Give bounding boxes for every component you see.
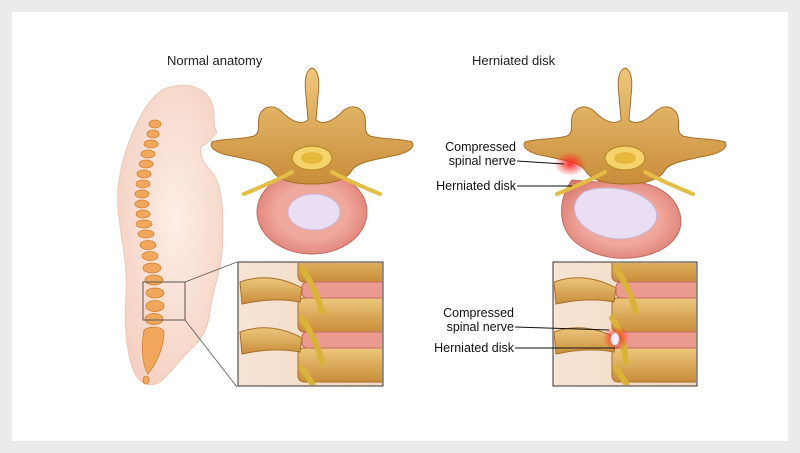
lumbar-highlight-box: [142, 281, 186, 321]
herniated-vertebra-top-view: [523, 67, 727, 259]
body-silhouette: [117, 84, 224, 386]
diagram-frame: Normal anatomy Herniated disk Compressed…: [12, 12, 788, 441]
normal-vertebra-top-view: [210, 67, 414, 255]
inflammation-top: [554, 152, 586, 176]
label-compressed-nerve-top-line1: Compressed: [445, 140, 516, 154]
heading-normal-anatomy: Normal anatomy: [167, 53, 263, 68]
label-herniated-disk-top: Herniated disk: [436, 179, 516, 193]
normal-closeup: [237, 261, 384, 387]
heading-herniated-disk: Herniated disk: [472, 53, 556, 68]
label-compressed-nerve-bottom-line1: Compressed: [443, 306, 514, 320]
spine-column: [134, 119, 165, 385]
herniated-closeup: [552, 261, 698, 387]
label-compressed-nerve-bottom: Compressed spinal nerve: [443, 306, 514, 334]
illustration: [117, 67, 727, 388]
label-compressed-nerve-bottom-line2: spinal nerve: [446, 320, 514, 334]
label-compressed-nerve-top-line2: spinal nerve: [448, 154, 516, 168]
label-herniated-disk-bottom: Herniated disk: [434, 341, 514, 355]
label-compressed-nerve-top: Compressed spinal nerve: [445, 140, 516, 168]
